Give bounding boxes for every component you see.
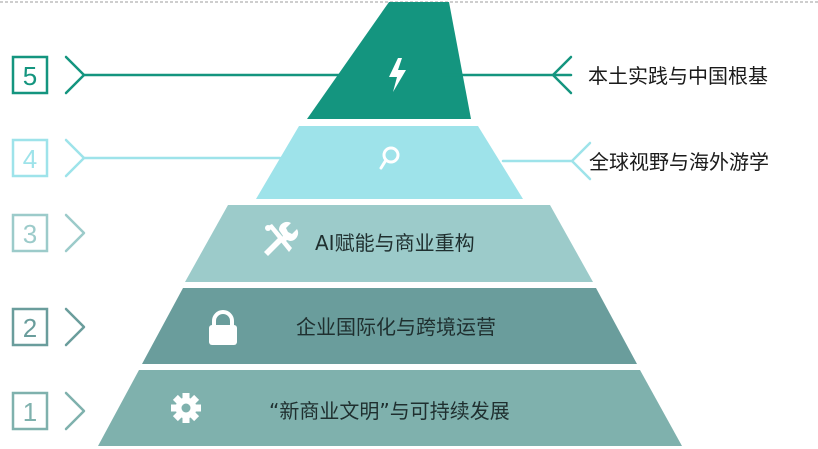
level-3-label: AI赋能与商业重构 [315, 231, 475, 255]
level-1-label: “新商业文明”与可持续发展 [269, 399, 510, 423]
level-3-number: 3 [23, 219, 37, 249]
level-3-left-connector [64, 213, 86, 253]
level-4-marker: 4 [11, 138, 49, 178]
level-4-side-label: 全球视野与海外游学 [589, 150, 769, 174]
tools-icon [264, 221, 299, 256]
pyramid-level-2-band [142, 288, 637, 364]
level-1-marker: 1 [11, 391, 49, 431]
search-icon [379, 146, 400, 170]
level-5-left-connector [64, 55, 86, 95]
level-4-right-connector [570, 141, 592, 181]
level-2-number: 2 [23, 313, 37, 343]
level-5-number: 5 [23, 61, 37, 91]
level-1-left-connector [64, 391, 86, 431]
lightning-icon [389, 58, 406, 92]
level-4-left-connector [64, 138, 86, 178]
level-4-number: 4 [23, 144, 37, 174]
level-5-right-connector [551, 55, 573, 95]
gear-icon [171, 393, 201, 423]
pyramid-level-1-band [98, 370, 682, 446]
level-2-left-connector [64, 307, 86, 347]
level-2-label: 企业国际化与跨境运营 [296, 315, 496, 339]
level-5-side-label: 本土实践与中国根基 [588, 64, 768, 88]
pyramid-level-5-band [307, 2, 471, 119]
lock-icon [209, 310, 237, 345]
level-3-marker: 3 [11, 213, 49, 253]
level-1-number: 1 [23, 397, 37, 427]
level-2-marker: 2 [11, 307, 49, 347]
level-5-marker: 5 [11, 55, 49, 95]
